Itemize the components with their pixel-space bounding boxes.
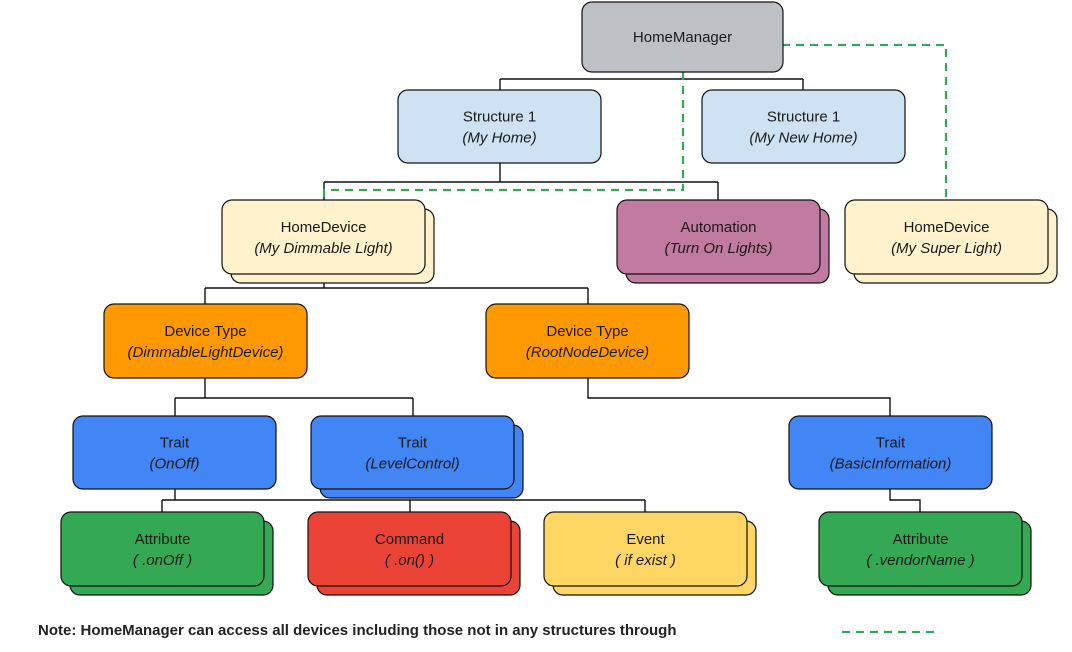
node-homedevice2-box — [844, 199, 1049, 275]
node-devicetype2-subtitle: (RootNodeDevice) — [526, 344, 649, 361]
node-structure1: Structure 1 (My Home) — [397, 89, 602, 164]
node-automation-title: Automation — [681, 219, 757, 236]
node-homedevice2: HomeDevice (My Super Light) — [844, 199, 1058, 284]
node-automation-box — [616, 199, 821, 275]
node-devicetype1: Device Type (DimmableLightDevice) — [103, 303, 308, 379]
node-event: Event ( if exist ) — [543, 511, 757, 596]
node-trait-level: Trait (LevelControl) — [310, 415, 524, 499]
node-devicetype1-subtitle: (DimmableLightDevice) — [128, 344, 284, 361]
node-attribute1-title: Attribute — [135, 531, 191, 548]
node-trait-onoff-box — [72, 415, 277, 490]
connector-onoff-members — [161, 489, 646, 512]
node-event-box — [543, 511, 748, 587]
node-homemanager-box — [581, 1, 784, 73]
node-devicetype1-title: Device Type — [164, 323, 246, 340]
node-homedevice1-title: HomeDevice — [281, 219, 367, 236]
node-devicetype2: Device Type (RootNodeDevice) — [485, 303, 690, 379]
node-trait-basic-box — [788, 415, 993, 490]
node-structure1-subtitle: (My Home) — [462, 130, 536, 147]
connector-manager-structures — [499, 72, 804, 90]
node-trait-basic-subtitle: (BasicInformation) — [830, 456, 952, 473]
node-event-subtitle: ( if exist ) — [615, 552, 676, 569]
node-homedevice1-subtitle: (My Dimmable Light) — [254, 240, 392, 257]
footnote: Note: HomeManager can access all devices… — [38, 622, 677, 639]
node-attribute1-box — [60, 511, 265, 587]
connector-dimmable-traits — [174, 378, 414, 416]
node-attribute1: Attribute ( .onOff ) — [60, 511, 274, 596]
node-homemanager: HomeManager — [581, 1, 784, 73]
connector-basic-attribute — [889, 489, 921, 512]
node-trait-onoff-title: Trait — [160, 435, 190, 452]
node-structure1-box — [397, 89, 602, 164]
node-command-subtitle: ( .on() ) — [385, 552, 434, 569]
node-attribute2: Attribute ( .vendorName ) — [818, 511, 1032, 596]
connector-root-trait — [587, 378, 891, 416]
node-devicetype2-title: Device Type — [546, 323, 628, 340]
node-homedevice1-box — [221, 199, 426, 275]
node-event-title: Event — [626, 531, 665, 548]
node-structure1-title: Structure 1 — [463, 109, 536, 126]
node-homedevice2-title: HomeDevice — [904, 219, 990, 236]
node-trait-basic-title: Trait — [876, 435, 906, 452]
node-attribute2-title: Attribute — [893, 531, 949, 548]
node-automation: Automation (Turn On Lights) — [616, 199, 830, 284]
node-attribute1-subtitle: ( .onOff ) — [133, 552, 192, 569]
node-devicetype1-box — [103, 303, 308, 379]
node-command-title: Command — [375, 531, 444, 548]
node-command: Command ( .on() ) — [307, 511, 521, 596]
node-structure2-box — [701, 89, 906, 164]
dashed-access-path-structure — [322, 72, 685, 200]
node-structure2-title: Structure 1 — [767, 109, 840, 126]
node-trait-level-box — [310, 415, 515, 490]
node-trait-level-subtitle: (LevelControl) — [365, 456, 459, 473]
node-structure2-subtitle: (My New Home) — [749, 130, 857, 147]
node-devicetype2-box — [485, 303, 690, 379]
node-attribute2-box — [818, 511, 1023, 587]
node-trait-onoff-subtitle: (OnOff) — [149, 456, 199, 473]
connector-structure-children — [323, 163, 719, 200]
dashed-access-path-unassigned — [782, 43, 948, 200]
node-structure2: Structure 1 (My New Home) — [701, 89, 906, 164]
node-homemanager-title: HomeManager — [633, 29, 732, 46]
node-command-box — [307, 511, 512, 587]
node-attribute2-subtitle: ( .vendorName ) — [866, 552, 974, 569]
node-automation-subtitle: (Turn On Lights) — [664, 240, 772, 257]
node-trait-basic: Trait (BasicInformation) — [788, 415, 993, 490]
node-homedevice1: HomeDevice (My Dimmable Light) — [221, 199, 435, 284]
node-homedevice2-subtitle: (My Super Light) — [891, 240, 1002, 257]
node-trait-level-title: Trait — [398, 435, 428, 452]
node-trait-onoff: Trait (OnOff) — [72, 415, 277, 490]
